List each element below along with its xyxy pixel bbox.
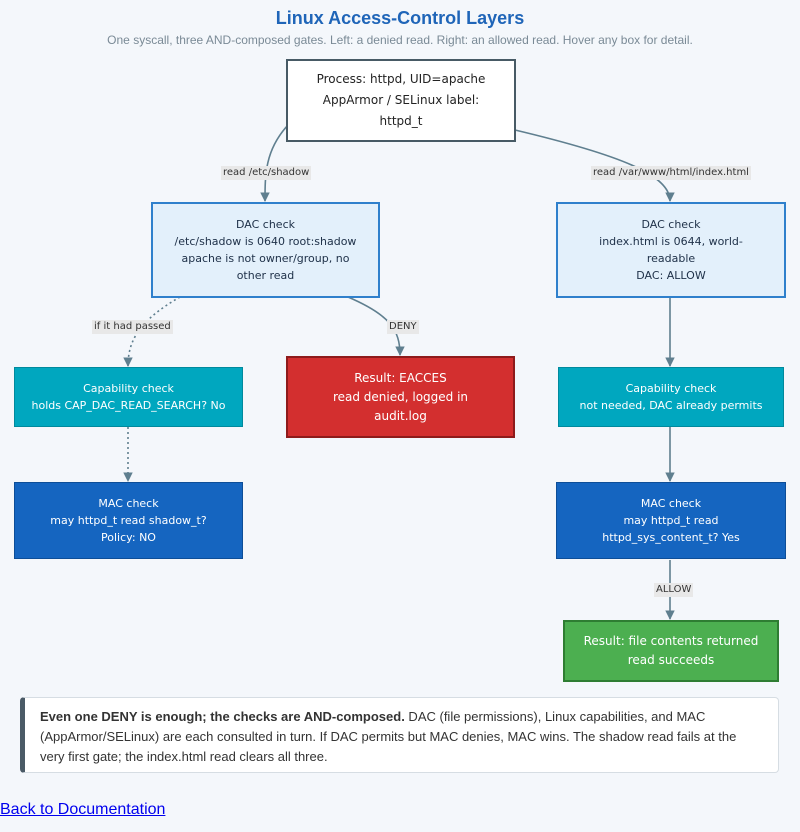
edge-process-to-dac-right	[514, 129, 675, 202]
process-line-1: Process: httpd, UID=apache	[316, 72, 486, 86]
note-text: DAC (file permissions), Linux capabiliti…	[40, 709, 737, 764]
edge-label-allow: ALLOW	[654, 583, 694, 597]
back-to-documentation-link[interactable]: Back to Documentation	[0, 801, 166, 818]
note-bold: Even one DENY is enough; the checks are …	[40, 709, 405, 724]
dac-left-line-3: apache is not owner/group, no	[181, 252, 350, 265]
edge-label-if-passed: if it had passed	[92, 320, 173, 334]
edge-label-read-index: read /var/www/html/index.html	[591, 166, 751, 180]
process-line-2: AppArmor / SELinux label:	[322, 93, 480, 107]
mac-left-line-1: MAC check	[98, 497, 159, 510]
cap-right-line-2: not needed, DAC already permits	[579, 399, 763, 412]
allow-line-1: Result: file contents returned	[583, 634, 759, 648]
dac-left-line-2: /etc/shadow is 0640 root:shadow	[174, 235, 357, 248]
dac-right-line-3: readable	[646, 252, 696, 265]
edge-label-deny: DENY	[387, 320, 419, 334]
dac-left-line-1: DAC check	[236, 218, 295, 231]
mac-right-line-1: MAC check	[640, 497, 702, 510]
cap-left-line-1: Capability check	[83, 382, 174, 395]
dac-right-line-4: DAC: ALLOW	[636, 269, 706, 282]
note-callout: Even one DENY is enough; the checks are …	[20, 697, 779, 773]
deny-line-3: audit.log	[374, 408, 427, 423]
dac-right-line-2: index.html is 0644, world-	[599, 235, 743, 248]
deny-line-1: Result: EACCES	[354, 370, 447, 385]
cap-right-line-1: Capability check	[625, 382, 717, 395]
page-title: Linux Access-Control Layers	[275, 8, 525, 28]
capability-check-left-node[interactable]: Capability check holds CAP_DAC_READ_SEAR…	[14, 367, 243, 427]
edge-process-to-dac-left	[260, 124, 289, 202]
dac-check-right-node[interactable]: DAC check index.html is 0644, world- rea…	[556, 202, 786, 298]
page-subtitle: One syscall, three AND-composed gates. L…	[107, 33, 693, 47]
dac-left-line-4: other read	[236, 269, 295, 282]
mac-left-line-2: may httpd_t read shadow_t?	[50, 514, 207, 527]
dac-right-line-1: DAC check	[641, 218, 701, 231]
mac-left-line-3: Policy: NO	[101, 531, 156, 544]
process-line-3: httpd_t	[379, 114, 423, 128]
result-deny-node[interactable]: Result: EACCES read denied, logged in au…	[286, 356, 515, 438]
mac-right-line-3: httpd_sys_content_t? Yes	[602, 531, 740, 544]
deny-line-2: read denied, logged in	[332, 389, 469, 404]
mac-right-line-2: may httpd_t read	[623, 514, 719, 527]
result-allow-node[interactable]: Result: file contents returned read succ…	[563, 620, 779, 682]
dac-check-left-node[interactable]: DAC check /etc/shadow is 0640 root:shado…	[151, 202, 380, 298]
cap-left-line-2: holds CAP_DAC_READ_SEARCH? No	[31, 399, 226, 412]
mac-check-right-node[interactable]: MAC check may httpd_t read httpd_sys_con…	[556, 482, 786, 559]
edge-label-read-shadow: read /etc/shadow	[221, 166, 312, 180]
mac-check-left-node[interactable]: MAC check may httpd_t read shadow_t? Pol…	[14, 482, 243, 559]
allow-line-2: read succeeds	[627, 653, 715, 667]
capability-check-right-node[interactable]: Capability check not needed, DAC already…	[558, 367, 784, 427]
process-node[interactable]: Process: httpd, UID=apache AppArmor / SE…	[286, 59, 516, 142]
